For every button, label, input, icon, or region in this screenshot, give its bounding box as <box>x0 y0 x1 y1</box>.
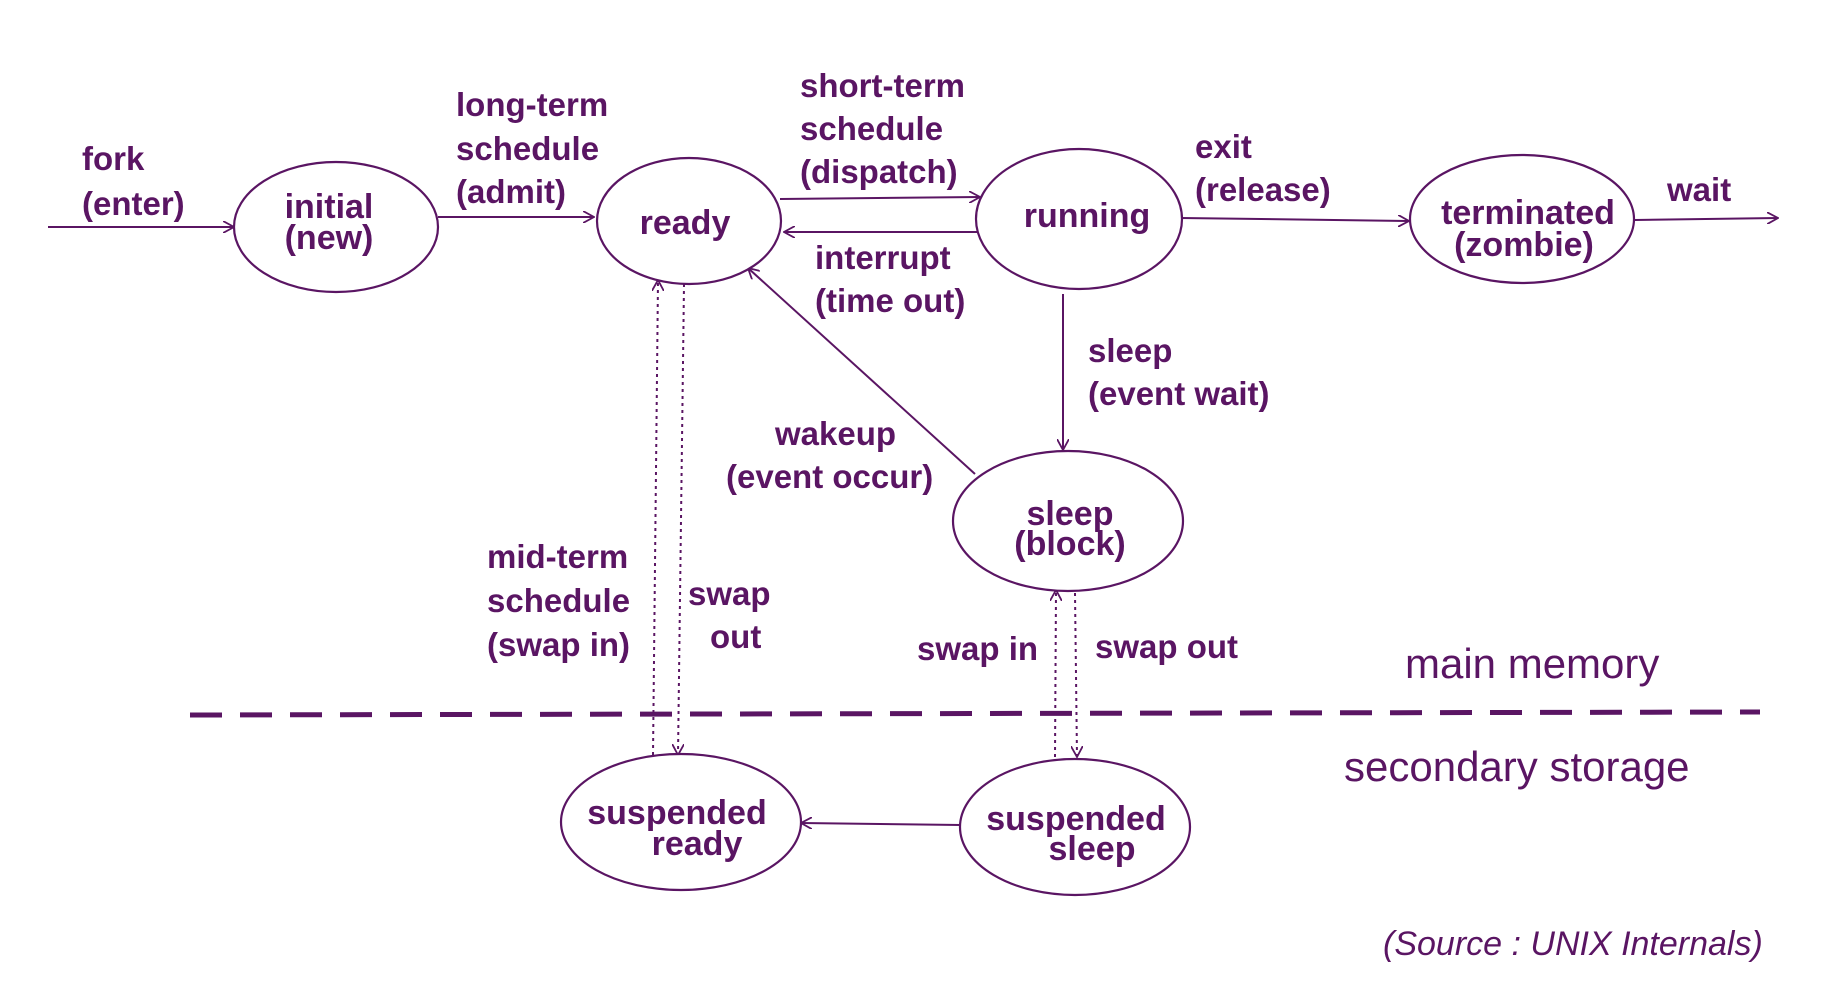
swap-out-ready-edge <box>678 283 685 755</box>
state-suspended-sleep-line-2: sleep <box>1049 830 1136 868</box>
state-ready-line-1: ready <box>640 204 731 242</box>
label-swap-out-ready-line-2: out <box>710 618 761 655</box>
label-interrupt: interrupt (time out) <box>815 239 965 319</box>
label-swap-out-ready-line-1: swap <box>688 575 771 612</box>
label-long-term-line-3: (admit) <box>456 173 566 210</box>
label-fork: fork (enter) <box>82 140 185 222</box>
wait-edge <box>1634 218 1778 220</box>
dispatch-edge <box>779 197 980 199</box>
label-short-term-schedule: short-term schedule (dispatch) <box>800 67 965 190</box>
region-label-secondary-storage: secondary storage <box>1344 743 1690 790</box>
suspended-wakeup-edge <box>801 823 962 825</box>
state-suspended-sleep: suspended sleep <box>958 757 1192 897</box>
state-initial-line-1: initial <box>285 188 374 226</box>
state-terminated-line-2: (zombie) <box>1454 226 1594 264</box>
label-exit-line-2: (release) <box>1195 171 1331 208</box>
label-wakeup-line-1: wakeup <box>774 415 896 452</box>
label-long-term-schedule: long-term schedule (admit) <box>456 86 608 210</box>
state-initial: initial (new) <box>232 160 440 294</box>
state-ready: ready <box>595 156 783 286</box>
label-swap-in-sleep-line-1: swap in <box>917 630 1038 667</box>
label-wakeup-line-2: (event occur) <box>726 458 933 495</box>
swap-in-ready-edge <box>653 280 658 756</box>
label-long-term-line-1: long-term <box>456 86 608 123</box>
state-initial-line-2: (new) <box>285 219 374 257</box>
region-label-main-memory: main memory <box>1405 640 1659 687</box>
label-exit: exit (release) <box>1195 128 1331 208</box>
state-suspended-ready-line-2: ready <box>652 825 743 863</box>
label-mid-term-line-2: schedule <box>487 582 630 619</box>
label-short-term-line-3: (dispatch) <box>800 153 958 190</box>
label-fork-line-1: fork <box>82 140 145 177</box>
label-interrupt-line-1: interrupt <box>815 239 951 276</box>
label-mid-term-line-3: (swap in) <box>487 626 630 663</box>
label-mid-term-schedule: mid-term schedule (swap in) <box>487 538 630 663</box>
state-terminated-line-1: terminated <box>1441 194 1615 232</box>
state-sleep-line-2: (block) <box>1014 525 1125 563</box>
swap-in-sleep-edge <box>1055 590 1056 758</box>
label-sleep-line-1: sleep <box>1088 332 1172 369</box>
label-swap-out-ready: swap out <box>688 575 771 655</box>
label-swap-in-sleep: swap in <box>917 630 1038 667</box>
label-short-term-line-1: short-term <box>800 67 965 104</box>
label-long-term-line-2: schedule <box>456 130 599 167</box>
label-wakeup: wakeup (event occur) <box>726 415 933 495</box>
label-swap-out-sleep: swap out <box>1095 628 1238 665</box>
label-fork-line-2: (enter) <box>82 185 185 222</box>
label-wait-line-1: wait <box>1666 171 1731 208</box>
source-caption: (Source : UNIX Internals) <box>1383 925 1763 963</box>
swap-out-sleep-edge <box>1075 592 1077 757</box>
label-swap-out-sleep-line-1: swap out <box>1095 628 1238 665</box>
state-sleep-line-1: sleep <box>1027 495 1114 533</box>
label-interrupt-line-2: (time out) <box>815 282 965 319</box>
state-terminated: terminated (zombie) <box>1408 153 1636 285</box>
state-running: running <box>974 147 1184 291</box>
label-short-term-line-2: schedule <box>800 110 943 147</box>
label-exit-line-1: exit <box>1195 128 1252 165</box>
exit-edge <box>1180 218 1409 221</box>
label-sleep-line-2: (event wait) <box>1088 375 1270 412</box>
state-suspended-sleep-line-1: suspended <box>986 800 1165 838</box>
state-sleep: sleep (block) <box>951 449 1185 593</box>
label-wait: wait <box>1666 171 1731 208</box>
state-suspended-ready: suspended ready <box>559 752 803 892</box>
wakeup-edge <box>748 268 976 475</box>
label-sleep-event-wait: sleep (event wait) <box>1088 332 1270 412</box>
label-mid-term-line-1: mid-term <box>487 538 628 575</box>
memory-divider-line <box>189 709 1761 718</box>
state-running-line-1: running <box>1024 197 1151 235</box>
state-suspended-ready-line-1: suspended <box>587 794 766 832</box>
